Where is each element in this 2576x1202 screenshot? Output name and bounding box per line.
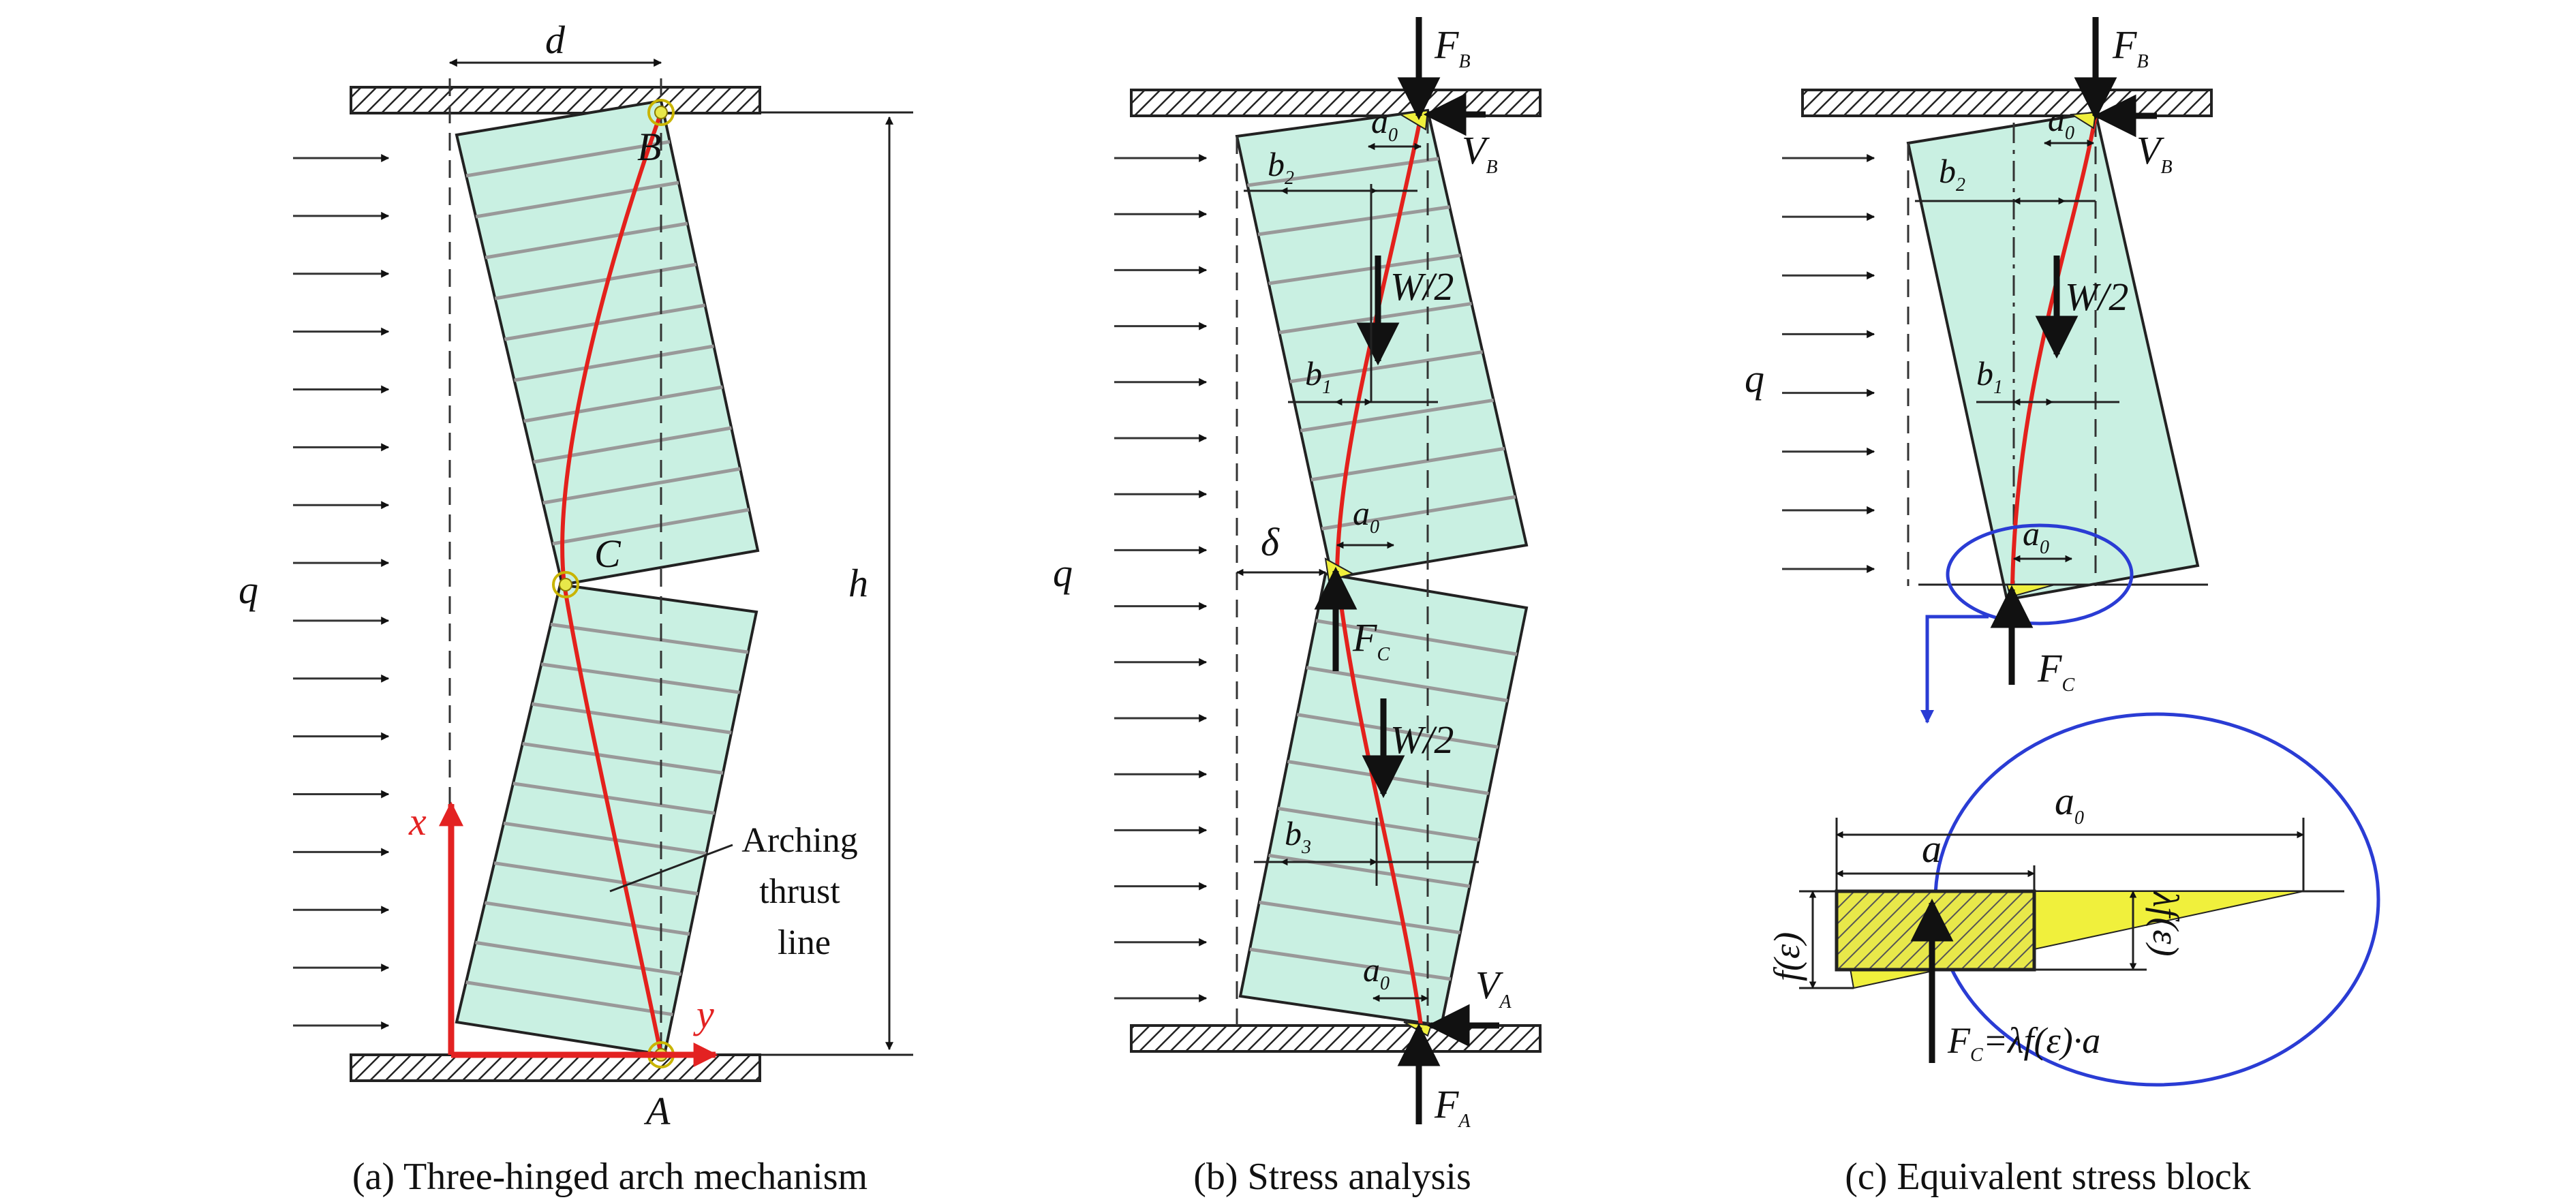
top-plate-c: [1801, 89, 2213, 117]
equivalent-stress-block: [1835, 889, 2036, 972]
block-stripe: [494, 262, 697, 300]
label-A: A: [643, 1089, 671, 1133]
block-stripe: [522, 741, 724, 775]
label-VA-b: VA: [1475, 963, 1512, 1013]
block-stripe: [1289, 350, 1483, 384]
block-stripe: [1247, 157, 1439, 187]
caption-b: (b) Stress analysis: [1193, 1156, 1471, 1198]
block-stripe: [550, 622, 749, 654]
block-stripe: [475, 181, 679, 219]
label-VB-b: VB: [1462, 128, 1498, 178]
block-stripe: [485, 901, 690, 936]
top-plate-a: [350, 86, 761, 114]
block-stripes-a: [465, 140, 750, 1017]
label-VB-c: VB: [2136, 128, 2173, 178]
block-stripe: [523, 385, 723, 423]
block-stripe: [493, 861, 699, 896]
label-a0-bot-c: a0: [2023, 514, 2049, 558]
block-stripe: [1257, 205, 1450, 236]
block-stripe: [504, 303, 705, 341]
label-W2-lower-b: W/2: [1390, 718, 1454, 762]
label-a0-top-b: a0: [1371, 102, 1398, 146]
block-stripe: [485, 221, 688, 260]
label-b1-b: b1: [1305, 354, 1332, 398]
label-a0-top-c: a0: [2048, 100, 2074, 144]
block-stripe: [503, 821, 707, 856]
load-arrows-a: [293, 154, 390, 1030]
block-stripe: [552, 508, 750, 546]
label-W2-c: W/2: [2065, 275, 2128, 319]
focus-ellipse: [1946, 523, 2134, 626]
label-lambda-f-eps: λf(ε): [2145, 890, 2186, 957]
block-stripe: [1278, 806, 1479, 842]
block-stripe: [1321, 495, 1516, 531]
upper-block-a: [455, 99, 760, 587]
bottom-plate-b: [1130, 1024, 1542, 1053]
block-stripe: [465, 981, 673, 1017]
label-C: C: [594, 531, 622, 576]
label-b3-b: b3: [1285, 814, 1311, 858]
block-stripe: [1249, 947, 1452, 981]
label-d: d: [545, 18, 566, 62]
label-b1-c: b1: [1976, 354, 2003, 398]
panel-a: d h B C A q x y Arching thrust line (a) …: [239, 18, 913, 1198]
block-stripe: [1315, 619, 1518, 656]
hinge-c: [552, 571, 579, 598]
lower-block-a: [455, 583, 758, 1057]
block-stripe: [512, 782, 716, 815]
block-stripe: [465, 140, 671, 178]
caption-a: (a) Three-hinged arch mechanism: [352, 1156, 868, 1198]
lower-block-b: [1238, 572, 1529, 1028]
label-FC-b: FC: [1352, 615, 1390, 665]
label-delta-b: δ: [1261, 520, 1280, 564]
label-W2-upper-b: W/2: [1390, 264, 1454, 309]
block-stripe: [514, 344, 714, 382]
label-detail-a: a: [1922, 827, 1942, 871]
bottom-plate-a: [350, 1053, 761, 1082]
label-FA-b: FA: [1434, 1082, 1471, 1132]
block-stripe: [1259, 900, 1461, 935]
block-stripe: [1310, 446, 1505, 482]
label-b2-b: b2: [1268, 145, 1294, 189]
block-stripe: [533, 426, 732, 464]
block-stripe: [532, 702, 732, 735]
label-a0-bot-b: a0: [1363, 951, 1390, 994]
panel-b: FB VB a0 b2 W/2 b1 a0 δ q FC W/2: [1053, 17, 1542, 1198]
label-h: h: [848, 561, 868, 605]
label-f-eps: f(ε): [1766, 932, 1807, 981]
label-B: B: [637, 125, 661, 169]
label-q-c: q: [1745, 356, 1764, 401]
label-FC-formula: FC=λf(ε)·a: [1947, 1020, 2100, 1066]
block-stripe: [1306, 666, 1508, 703]
load-arrows-b: [1114, 154, 1208, 1002]
label-FB-c: FB: [2112, 22, 2149, 72]
block-stripe: [541, 662, 740, 694]
label-detail-a0: a0: [2055, 779, 2084, 829]
block-stripe: [1296, 713, 1499, 749]
label-x: x: [408, 799, 427, 844]
label-b2-c: b2: [1939, 152, 1965, 196]
annotation-arching-thrust-line: Arching thrust line: [741, 821, 866, 962]
hinge-b: [647, 99, 675, 126]
label-FB-b: FB: [1434, 22, 1471, 72]
block-stripe: [475, 940, 681, 976]
label-q-b: q: [1053, 551, 1073, 595]
zoom-connector: [1920, 615, 1989, 724]
label-y: y: [693, 992, 714, 1036]
label-FC-c: FC: [2037, 646, 2074, 696]
label-a0-mid-b: a0: [1353, 494, 1379, 538]
panel-c: FB VB a0 b2 W/2 b1 q a0 FC: [1745, 17, 2380, 1198]
label-q-a: q: [239, 568, 258, 612]
caption-c: (c) Equivalent stress block: [1845, 1156, 2251, 1198]
block-stripe: [1300, 398, 1494, 433]
block-stripe: [542, 467, 741, 505]
load-arrows-c: [1782, 154, 1875, 573]
